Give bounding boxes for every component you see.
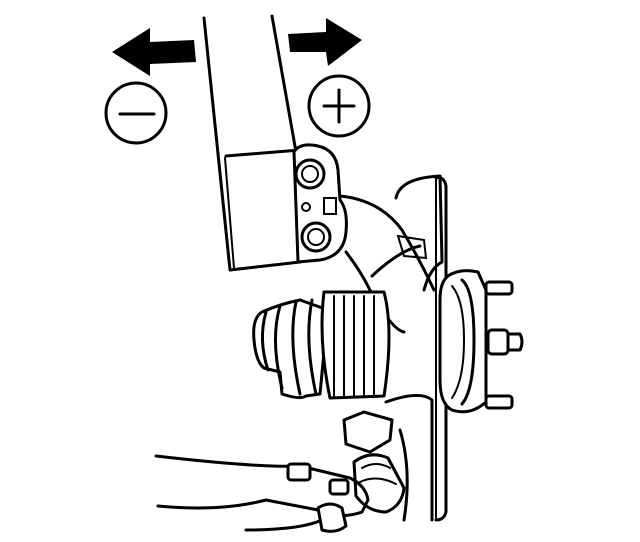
lower-control-arm xyxy=(154,454,370,533)
arrow-right-icon xyxy=(288,18,362,66)
cv-boot xyxy=(252,290,391,400)
strut-tube xyxy=(202,14,302,272)
wheel-hub xyxy=(438,269,488,414)
plus-sign xyxy=(307,74,371,138)
wheel-studs xyxy=(484,280,524,410)
minus-sign xyxy=(104,81,168,145)
arrow-left-icon xyxy=(112,28,196,76)
strut-bracket xyxy=(292,143,348,264)
lower-ball-joint xyxy=(342,410,406,514)
steering-knuckle xyxy=(338,174,444,522)
